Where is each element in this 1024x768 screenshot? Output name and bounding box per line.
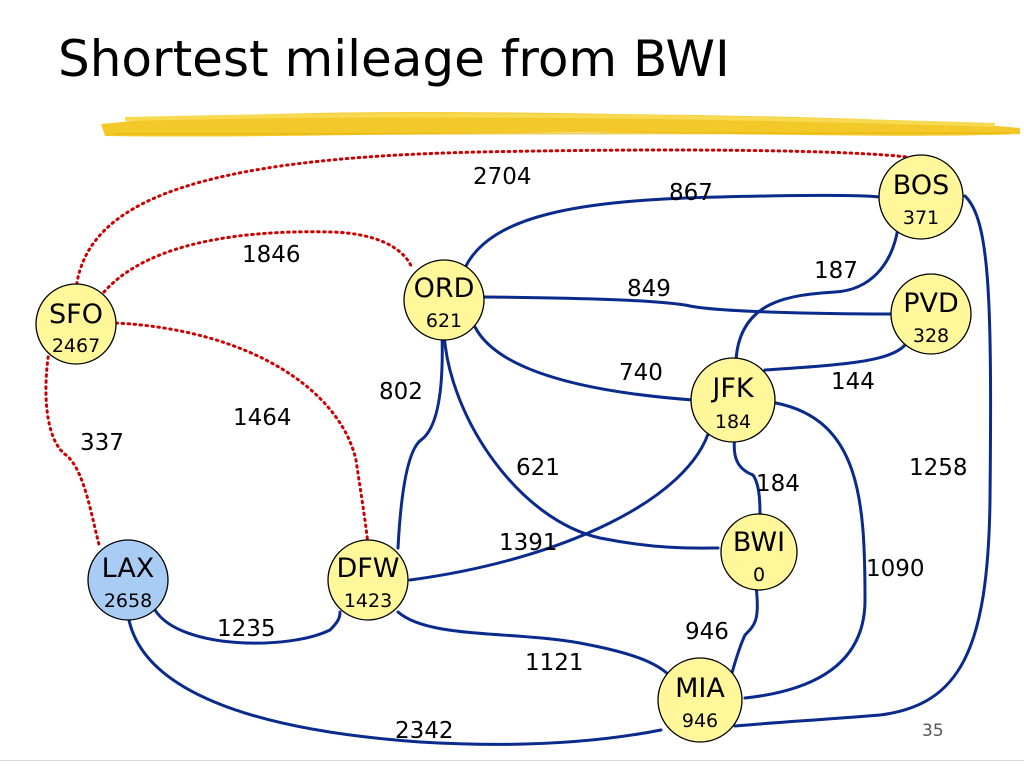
edge-sfo-lax <box>44 343 102 550</box>
node-lax: LAX 2658 <box>87 539 169 621</box>
node-dfw-circle <box>327 539 409 621</box>
edge-ord-bos <box>463 194 882 270</box>
edge-label-bos-mia: 1258 <box>909 455 968 481</box>
edge-sfo-dfw <box>114 321 370 547</box>
edge-label-sfo-lax: 337 <box>80 430 124 456</box>
edge-label-jfk-dfw: 1391 <box>499 530 558 556</box>
node-mia-code: MIA <box>675 673 725 704</box>
edge-label-jfk-mia: 1090 <box>866 556 925 582</box>
edge-sfo-ord <box>102 230 414 294</box>
edge-label-bwi-mia: 946 <box>685 619 729 645</box>
node-bwi: BWI 0 <box>720 513 798 591</box>
node-mia-distance: 946 <box>682 710 718 732</box>
edge-jfk-pvd <box>763 343 907 372</box>
node-dfw-code: DFW <box>336 553 399 584</box>
edge-label-jfk-bos: 187 <box>814 258 858 284</box>
edge-label-lax-dfw: 1235 <box>217 616 276 642</box>
node-jfk: JFK 184 <box>690 357 776 443</box>
node-sfo: SFO 2467 <box>35 283 117 365</box>
node-dfw-distance: 1423 <box>344 590 392 612</box>
edge-label-ord-bwi: 621 <box>516 455 560 481</box>
edge-dfw-mia <box>396 610 674 680</box>
node-pvd-circle <box>890 273 972 355</box>
edge-ord-dfw <box>396 332 444 550</box>
node-ord-circle <box>403 259 485 341</box>
edge-label-sfo-bos: 2704 <box>473 164 532 190</box>
edge-bos-mia <box>733 194 993 728</box>
node-bos: BOS 371 <box>878 154 964 240</box>
node-dfw: DFW 1423 <box>327 539 409 621</box>
node-bwi-distance: 0 <box>753 564 765 586</box>
node-sfo-code: SFO <box>49 299 103 330</box>
edge-label-jfk-bwi: 184 <box>756 471 800 497</box>
node-pvd-code: PVD <box>903 288 959 319</box>
edge-label-sfo-ord: 1846 <box>242 242 301 268</box>
node-jfk-distance: 184 <box>715 411 751 433</box>
node-bwi-code: BWI <box>733 527 785 558</box>
node-mia: MIA 946 <box>657 657 743 743</box>
edge-ord-pvd <box>483 295 900 316</box>
node-jfk-circle <box>690 357 776 443</box>
node-mia-circle <box>657 657 743 743</box>
edge-label-ord-dfw: 802 <box>379 379 423 405</box>
node-ord: ORD 621 <box>403 259 485 341</box>
node-jfk-code: JFK <box>710 373 754 404</box>
edge-jfk-mia <box>743 401 867 700</box>
node-lax-distance: 2658 <box>104 590 152 612</box>
edge-jfk-bos <box>734 226 900 362</box>
edge-label-ord-pvd: 849 <box>627 276 671 302</box>
node-ord-distance: 621 <box>426 310 462 332</box>
footer-divider <box>0 760 1024 761</box>
page-number: 35 <box>922 721 944 741</box>
node-bos-code: BOS <box>893 170 949 201</box>
edge-label-dfw-mia: 1121 <box>525 650 584 676</box>
edge-sfo-bos <box>74 148 917 292</box>
node-bos-distance: 371 <box>903 207 939 229</box>
node-sfo-distance: 2467 <box>52 335 100 357</box>
edge-label-ord-jfk: 740 <box>619 360 663 386</box>
edge-label-jfk-pvd: 144 <box>831 369 875 395</box>
edge-weight-labels: 2704 1846 1464 337 867 849 740 802 621 1… <box>80 164 968 744</box>
edge-bwi-mia <box>729 584 759 678</box>
edge-jfk-bwi <box>732 428 762 517</box>
node-ord-code: ORD <box>414 273 475 304</box>
node-sfo-circle <box>35 283 117 365</box>
edge-label-lax-mia: 2342 <box>395 718 454 744</box>
slide-title: Shortest mileage from BWI <box>58 30 730 88</box>
edge-lax-mia <box>126 613 663 746</box>
node-bwi-circle <box>720 513 798 591</box>
edge-ord-jfk <box>473 325 695 402</box>
edge-label-sfo-dfw: 1464 <box>233 405 292 431</box>
edge-label-ord-bos: 867 <box>669 180 713 206</box>
node-lax-code: LAX <box>102 553 155 584</box>
edge-jfk-dfw <box>408 426 712 582</box>
node-pvd: PVD 328 <box>890 273 972 355</box>
edge-lax-dfw <box>153 608 342 645</box>
node-pvd-distance: 328 <box>913 325 949 347</box>
edge-ord-bwi <box>442 332 720 550</box>
highlighter-stroke <box>101 112 1020 137</box>
node-lax-circle <box>87 539 169 621</box>
node-bos-circle <box>878 154 964 240</box>
